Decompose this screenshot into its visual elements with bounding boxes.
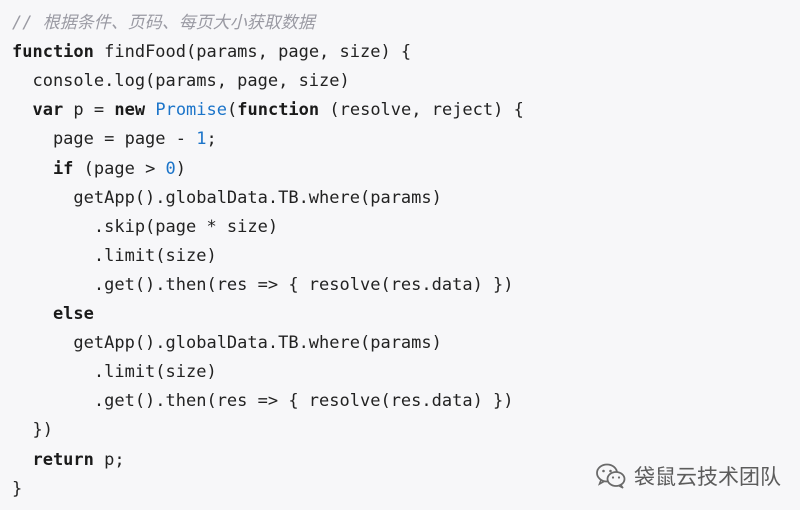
wechat-icon bbox=[596, 463, 626, 489]
code-token-plain: (resolve, reject) { bbox=[319, 100, 524, 121]
code-line: }) bbox=[12, 416, 53, 445]
code-token-kw: else bbox=[12, 304, 94, 324]
code-token-kw: return bbox=[12, 449, 94, 470]
code-line: .limit(size) bbox=[12, 242, 217, 271]
code-token-plain: .get().then(res => { resolve(res.data) }… bbox=[12, 391, 514, 412]
code-token-kw: if bbox=[12, 158, 74, 179]
code-token-plain: ; bbox=[206, 129, 217, 150]
code-token-plain bbox=[145, 100, 155, 120]
code-token-plain: .limit(size) bbox=[12, 362, 217, 383]
code-token-plain: getApp().globalData.TB.where(params) bbox=[12, 187, 442, 208]
code-line: .get().then(res => { resolve(res.data) }… bbox=[12, 271, 514, 300]
code-token-plain: ) bbox=[175, 158, 187, 179]
code-line: return p; bbox=[12, 446, 125, 475]
code-token-plain: }) bbox=[12, 420, 53, 441]
code-token-plain: findFood(params, page, size) { bbox=[93, 42, 412, 63]
code-line: var p = new Promise(function (resolve, r… bbox=[12, 96, 524, 125]
code-token-plain: p; bbox=[93, 449, 125, 470]
code-token-num: 0 bbox=[165, 158, 176, 179]
code-token-plain: .get().then(res => { resolve(res.data) }… bbox=[12, 274, 514, 295]
code-line: getApp().globalData.TB.where(params) bbox=[12, 184, 442, 213]
code-line: console.log(params, page, size) bbox=[12, 67, 350, 96]
code-token-plain: (page > bbox=[73, 158, 166, 179]
code-line: page = page - 1; bbox=[12, 125, 217, 154]
code-line: .skip(page * size) bbox=[12, 213, 278, 242]
code-token-kw: function bbox=[237, 100, 320, 121]
code-token-plain: p = bbox=[63, 100, 115, 121]
code-line: .get().then(res => { resolve(res.data) }… bbox=[12, 387, 514, 416]
code-line: else bbox=[12, 300, 94, 329]
watermark-text: 袋鼠云技术团队 bbox=[634, 465, 781, 489]
code-token-plain: .skip(page * size) bbox=[12, 216, 279, 237]
code-token-builtin: Promise bbox=[155, 100, 227, 121]
code-token-plain: console.log(params, page, size) bbox=[12, 71, 350, 92]
code-line: if (page > 0) bbox=[12, 155, 186, 184]
code-token-kw: var bbox=[12, 100, 64, 121]
code-token-plain: } bbox=[12, 478, 23, 499]
code-line: } bbox=[12, 475, 22, 504]
code-token-plain: page = page - bbox=[12, 129, 197, 150]
code-token-comment: // 根据条件、页码、每页大小获取数据 bbox=[12, 13, 315, 33]
watermark: 袋鼠云技术团队 bbox=[596, 460, 781, 492]
code-line: getApp().globalData.TB.where(params) bbox=[12, 329, 442, 358]
code-token-plain: .limit(size) bbox=[12, 245, 217, 266]
code-token-kw: function bbox=[12, 42, 94, 63]
code-token-kw: new bbox=[114, 100, 146, 121]
code-token-num: 1 bbox=[196, 129, 207, 150]
code-line: // 根据条件、页码、每页大小获取数据 bbox=[12, 9, 315, 38]
code-token-plain: getApp().globalData.TB.where(params) bbox=[12, 333, 442, 354]
code-line: .limit(size) bbox=[12, 358, 217, 387]
code-token-plain: ( bbox=[227, 100, 238, 121]
code-line: function findFood(params, page, size) { bbox=[12, 38, 411, 67]
